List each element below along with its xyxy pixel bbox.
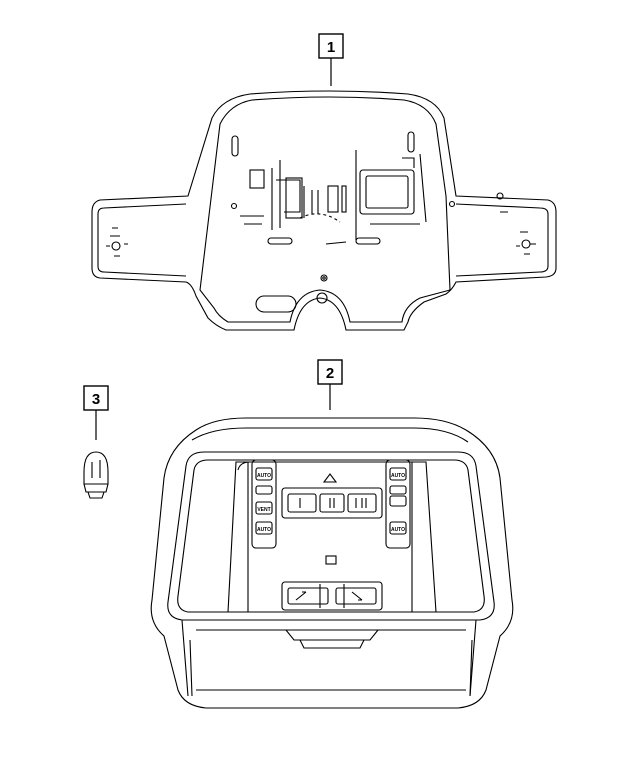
left-button-label-1: AUTO (257, 473, 271, 479)
callout-3: 3 (83, 385, 109, 440)
left-button-label-3: VENT (257, 507, 270, 513)
callout-1-label: 1 (327, 39, 335, 56)
callout-1: 1 (318, 33, 344, 86)
left-button-label-4: AUTO (257, 527, 271, 533)
right-button-label-4: AUTO (391, 527, 405, 533)
callout-2: 2 (317, 359, 343, 410)
right-button-label-1: AUTO (391, 473, 405, 479)
part-3-bulb (83, 451, 109, 499)
callout-3-label: 3 (92, 391, 100, 408)
part-2-overhead-console (150, 417, 514, 709)
callout-2-label: 2 (326, 365, 334, 382)
part-1-mounting-bracket (91, 90, 557, 331)
console-button-labels: AUTO VENT AUTO AUTO AUTO (257, 473, 405, 533)
